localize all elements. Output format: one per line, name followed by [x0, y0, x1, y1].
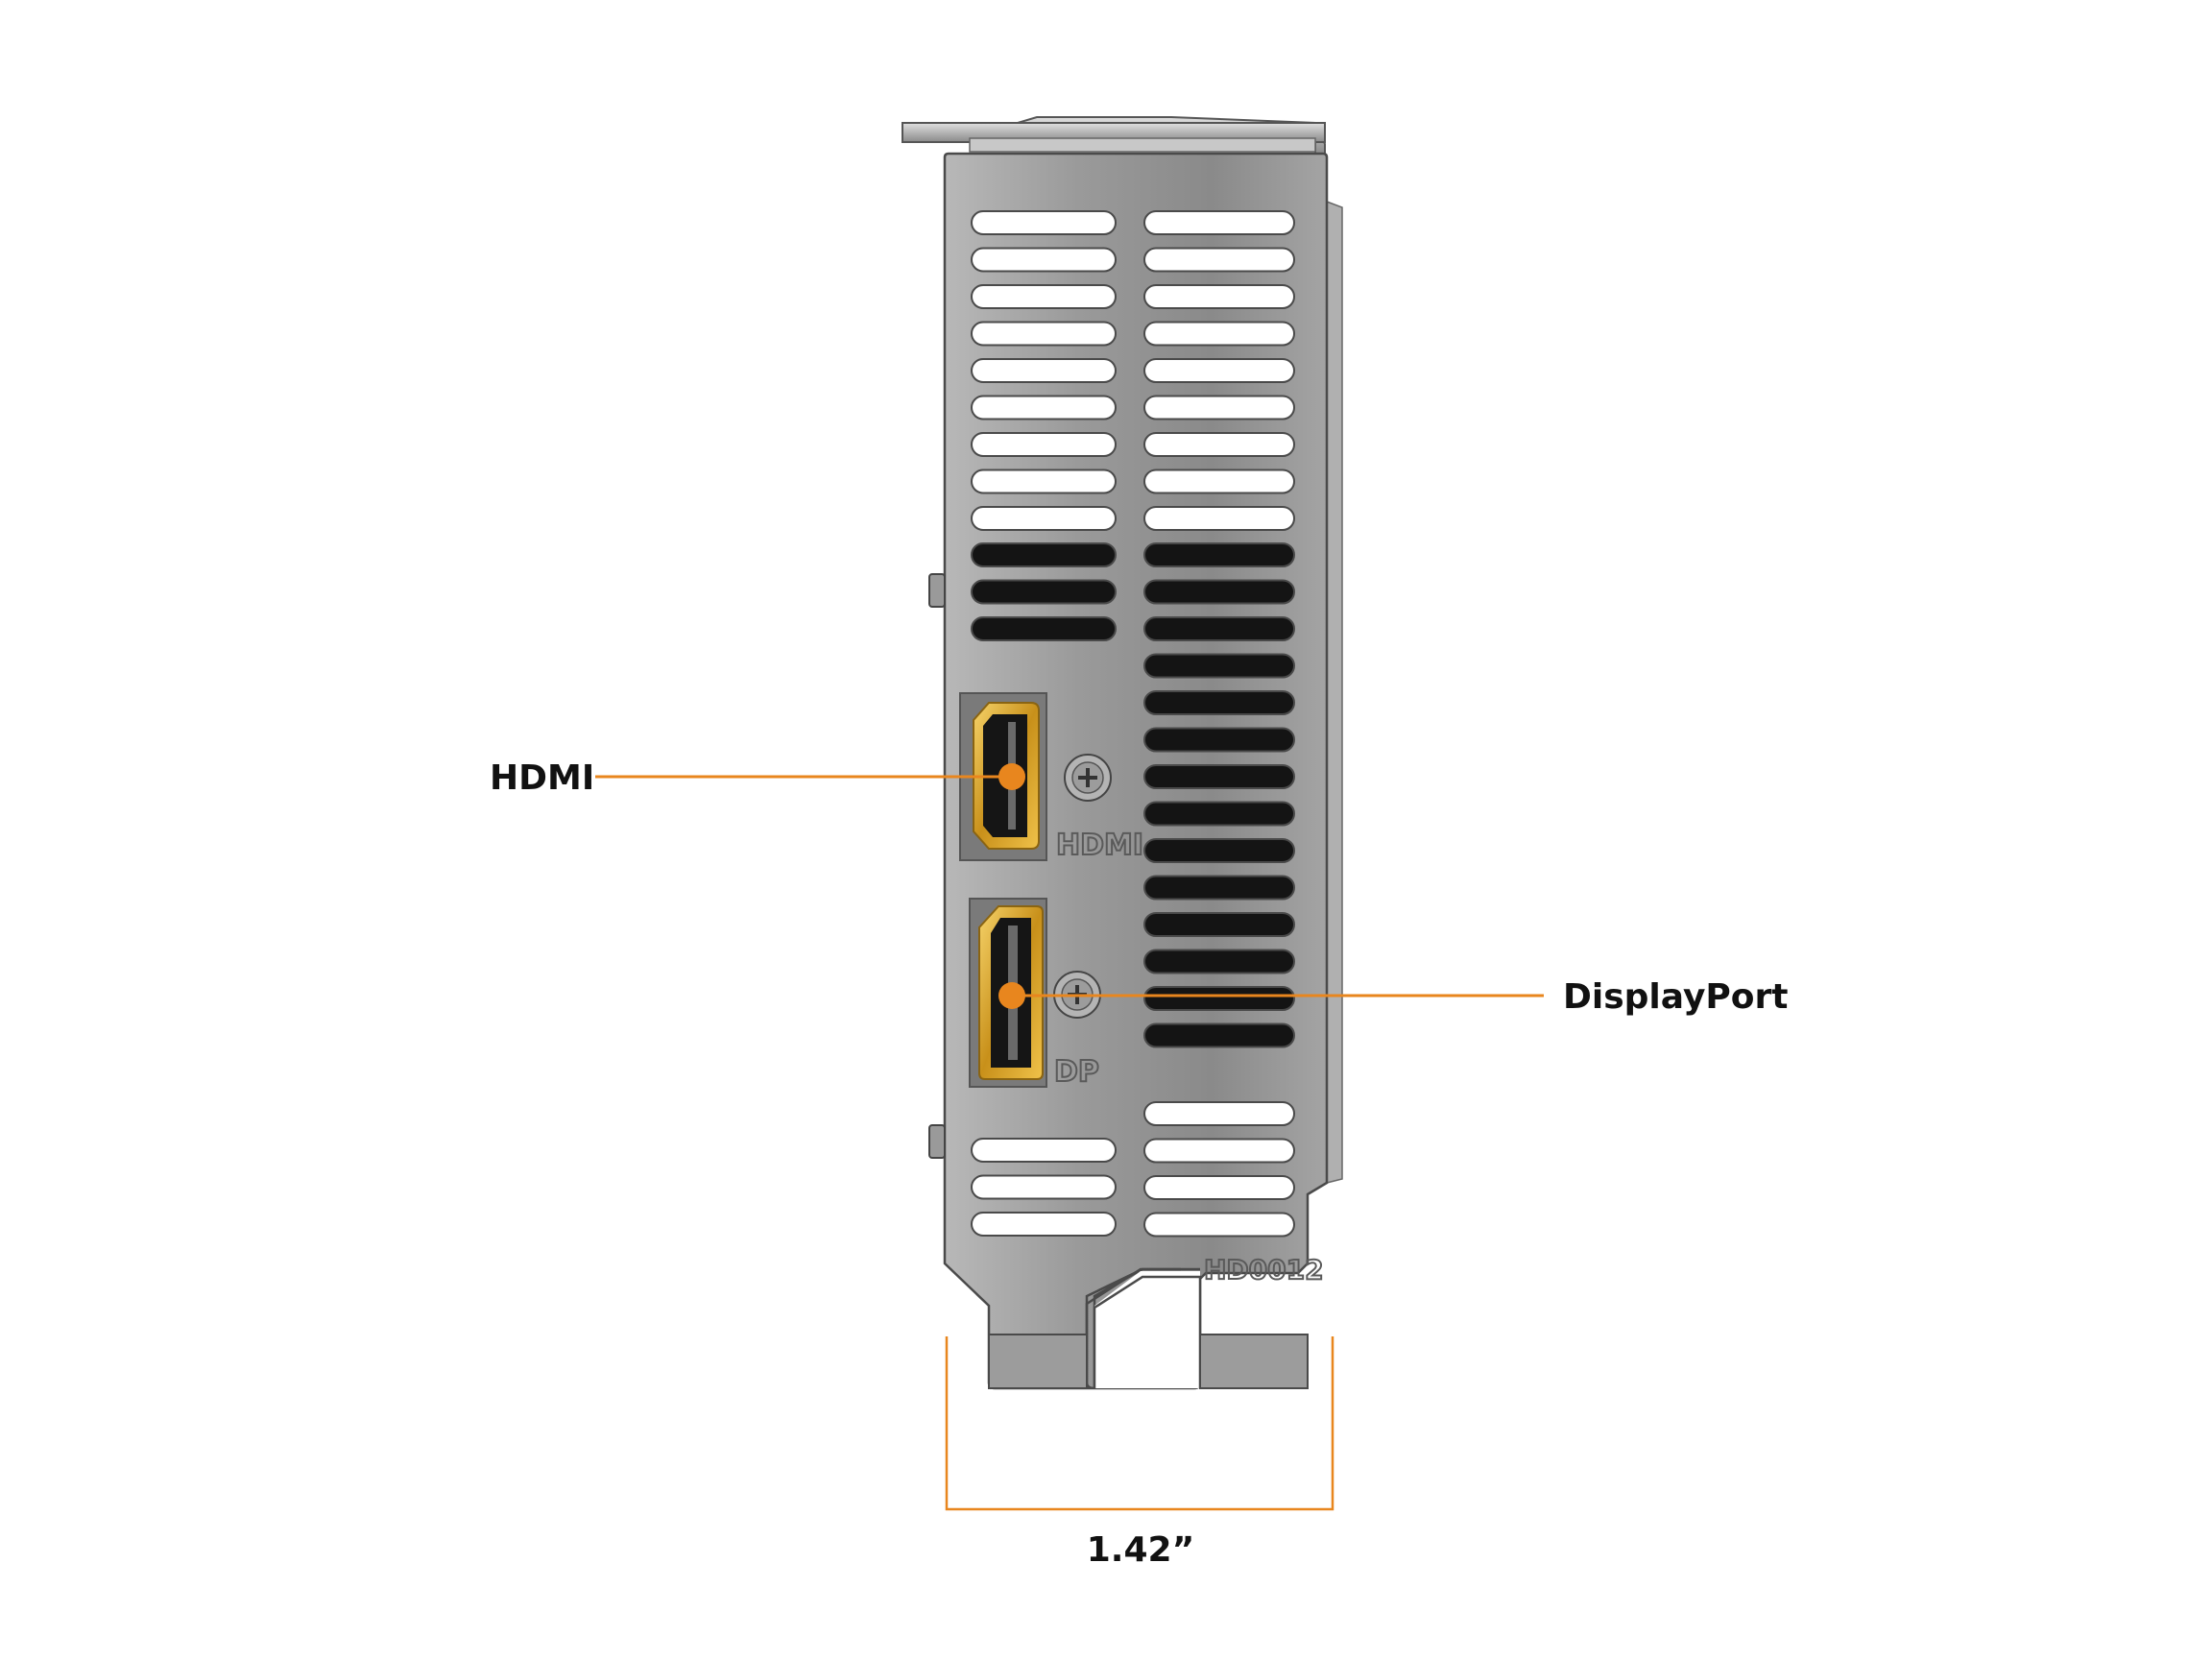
vent-slot: [971, 432, 1117, 457]
vent-slot: [1143, 1138, 1295, 1164]
vent-slot: [1143, 395, 1295, 421]
vent-slot: [1143, 690, 1295, 715]
vent-slot: [971, 542, 1117, 567]
side-screw-lower: [928, 1124, 946, 1159]
vent-slot: [971, 1138, 1117, 1163]
bracket-left-foot: [988, 1334, 1088, 1389]
vent-slot: [1143, 1022, 1295, 1048]
width-dimension-bracket: [945, 1336, 1334, 1511]
vent-slot: [1143, 875, 1295, 901]
vent-slot: [1143, 579, 1295, 605]
vent-slot: [971, 247, 1117, 273]
vent-slot: [971, 395, 1117, 421]
bracket-foot-gap: [1094, 1271, 1200, 1388]
hdmi-engraving: HDMI: [1056, 829, 1143, 862]
vent-slot: [971, 579, 1117, 605]
vent-slot: [971, 469, 1117, 494]
vent-slots: [971, 210, 1295, 1238]
vent-slot: [1143, 616, 1295, 641]
vent-slot: [1143, 1212, 1295, 1238]
bracket-top-flange: [902, 116, 1326, 155]
model-code-engraving: HD0012: [1204, 1254, 1324, 1286]
vent-slot: [971, 321, 1117, 347]
vent-slot: [1143, 469, 1295, 494]
width-dimension-label: 1.42”: [1087, 1530, 1194, 1570]
vent-slot: [1143, 912, 1295, 937]
vent-slot: [1143, 1175, 1295, 1200]
bracket-right-foot: [1199, 1334, 1309, 1389]
vent-slot: [1143, 247, 1295, 273]
vent-slot: [1143, 432, 1295, 457]
vent-slot: [1143, 764, 1295, 789]
vent-slot: [1143, 949, 1295, 974]
vent-slot: [971, 616, 1117, 641]
displayport-callout: [998, 982, 1544, 1009]
bracket-side-edge: [1326, 200, 1343, 1184]
vent-slot: [971, 284, 1117, 309]
vent-slot: [1143, 1101, 1295, 1126]
side-screw-upper: [928, 573, 946, 608]
displayport-label: DisplayPort: [1563, 977, 1789, 1017]
vent-slot: [971, 210, 1117, 235]
hdmi-callout: [595, 763, 1025, 790]
vent-slot: [1143, 284, 1295, 309]
vent-slot: [1143, 358, 1295, 383]
vent-slot: [971, 506, 1117, 531]
dp-engraving: DP: [1054, 1055, 1099, 1089]
vent-slot: [971, 1212, 1117, 1237]
vent-slot: [1143, 542, 1295, 567]
vent-slot: [1143, 727, 1295, 753]
vent-slot: [1143, 801, 1295, 827]
vent-slot: [1143, 210, 1295, 235]
vent-slot: [1143, 506, 1295, 531]
hdmi-label: HDMI: [490, 758, 594, 798]
vent-slot: [1143, 838, 1295, 863]
vent-slot: [971, 358, 1117, 383]
vent-slot: [971, 1174, 1117, 1200]
vent-slot: [1143, 986, 1295, 1011]
plus-screw-icon: [1064, 754, 1112, 802]
vent-slot: [1143, 321, 1295, 347]
vent-slot: [1143, 653, 1295, 679]
